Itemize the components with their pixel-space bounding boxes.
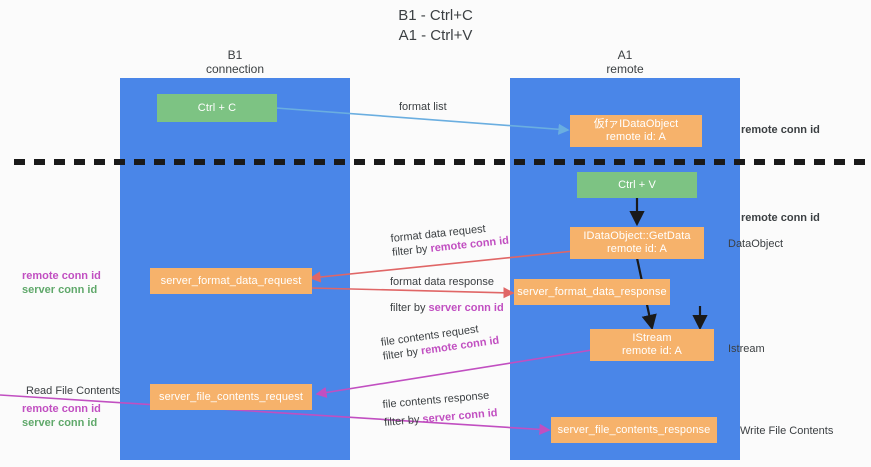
node-ctrl-c-label: Ctrl + C [197,101,237,114]
node-server-format-data-response-label: server_format_data_response [517,285,667,298]
edge-label-format-data-request: format data request filter by remote con… [390,220,510,260]
filter-prefix: filter by [383,413,424,429]
node-getdata[interactable]: IDataObject::GetData remote id: A [570,227,704,259]
edge-label-file-contents-response: file contents response filter by server … [382,388,498,430]
annotation-remote-conn-id-top: remote conn id [741,124,820,136]
annotation-key-remote-conn-id: remote conn id [22,270,101,282]
node-server-format-data-request-label: server_format_data_request [160,274,302,287]
node-ctrl-v[interactable]: Ctrl + V [577,172,697,198]
node-getdata-line2: remote id: A [607,243,667,255]
node-istream[interactable]: IStream remote id: A [590,329,714,361]
node-idataobject[interactable]: 仮fァIDataObject remote id: A [570,115,702,147]
node-idataobject-line1: 仮fァIDataObject [593,118,679,130]
annotation-write-file-contents: Write File Contents [740,425,834,437]
title-line-2: A1 - Ctrl+V [398,27,473,44]
annotation-keys-file: remote conn id server conn id [22,402,101,430]
annotation-key-remote-conn-id: remote conn id [22,403,101,415]
filter-key-server-conn-id: server conn id [422,407,498,426]
annotation-remote-conn-id-mid: remote conn id [741,212,820,224]
edge-label-format-list: format list [399,101,447,113]
node-idataobject-line2: remote id: A [606,131,666,143]
node-ctrl-v-label: Ctrl + V [618,178,656,191]
column-header-b1-name: B1 [227,48,243,62]
edge-label-format-data-response-filter: filter by server conn id [390,301,504,315]
annotation-key-server-conn-id: server conn id [22,284,98,296]
filter-prefix: filter by [391,242,432,259]
node-server-format-data-request[interactable]: server_format_data_request [150,268,312,294]
column-header-b1-role: connection [205,62,265,76]
annotation-key-server-conn-id: server conn id [22,417,98,429]
node-server-format-data-response[interactable]: server_format_data_response [514,279,670,305]
page-title: B1 - Ctrl+C A1 - Ctrl+V [0,6,871,46]
column-header-a1-name: A1 [617,48,633,62]
annotation-dataobject: DataObject [728,238,784,250]
node-server-file-contents-response-label: server_file_contents_response [557,423,711,436]
node-server-file-contents-request-label: server_file_contents_request [158,390,304,403]
filter-key-server-conn-id: server conn id [428,302,504,314]
edge-label-file-contents-request: file contents request filter by remote c… [380,320,500,364]
node-getdata-line1: IDataObject::GetData [583,230,691,242]
annotation-istream: Istream [728,343,765,355]
filter-prefix: filter by [390,302,429,314]
node-server-file-contents-response[interactable]: server_file_contents_response [551,417,717,443]
filter-prefix: filter by [382,345,422,363]
column-header-a1: A1 remote [510,48,740,76]
edge-label-format-data-response-main: format data response [390,276,494,288]
column-header-b1: B1 connection [120,48,350,76]
annotation-keys-format: remote conn id server conn id [22,269,101,297]
edge-label-format-data-response: format data response filter by server co… [390,275,504,315]
node-ctrl-c[interactable]: Ctrl + C [157,94,277,122]
title-line-1: B1 - Ctrl+C [398,7,473,24]
column-header-a1-role: remote [606,62,644,76]
node-istream-line1: IStream [632,332,672,344]
node-istream-line2: remote id: A [622,345,682,357]
annotation-read-file-contents: Read File Contents [26,385,121,397]
node-server-file-contents-request[interactable]: server_file_contents_request [150,384,312,410]
